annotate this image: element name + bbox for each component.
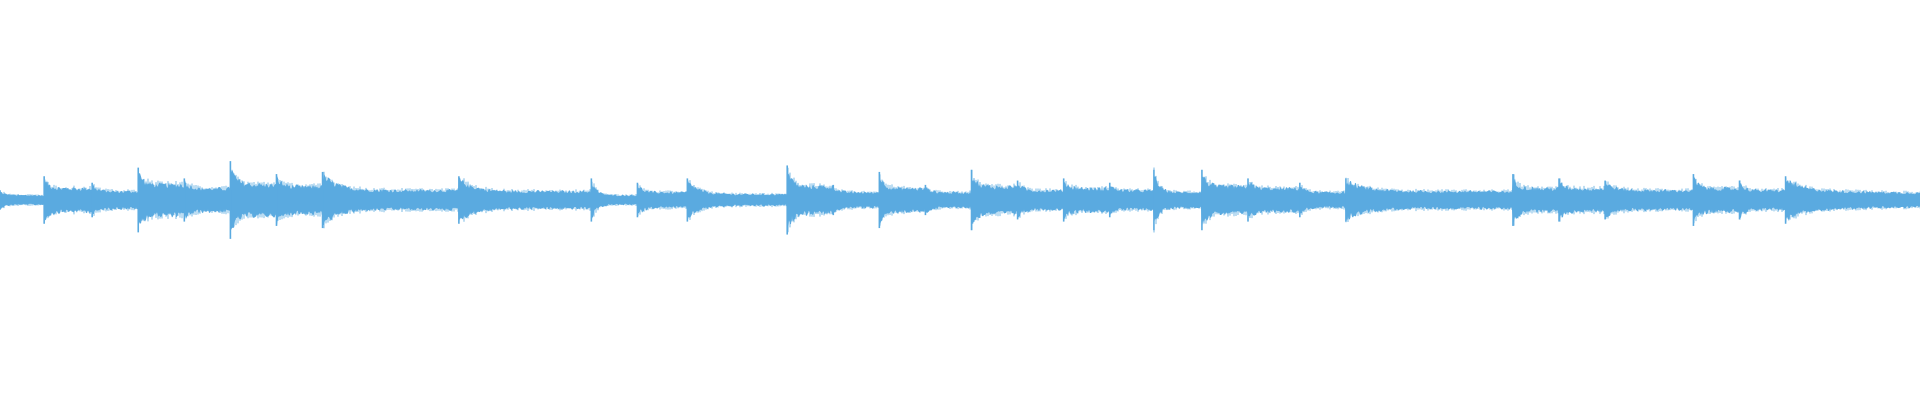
waveform-trace — [0, 161, 1920, 239]
waveform-texture — [0, 167, 1920, 233]
